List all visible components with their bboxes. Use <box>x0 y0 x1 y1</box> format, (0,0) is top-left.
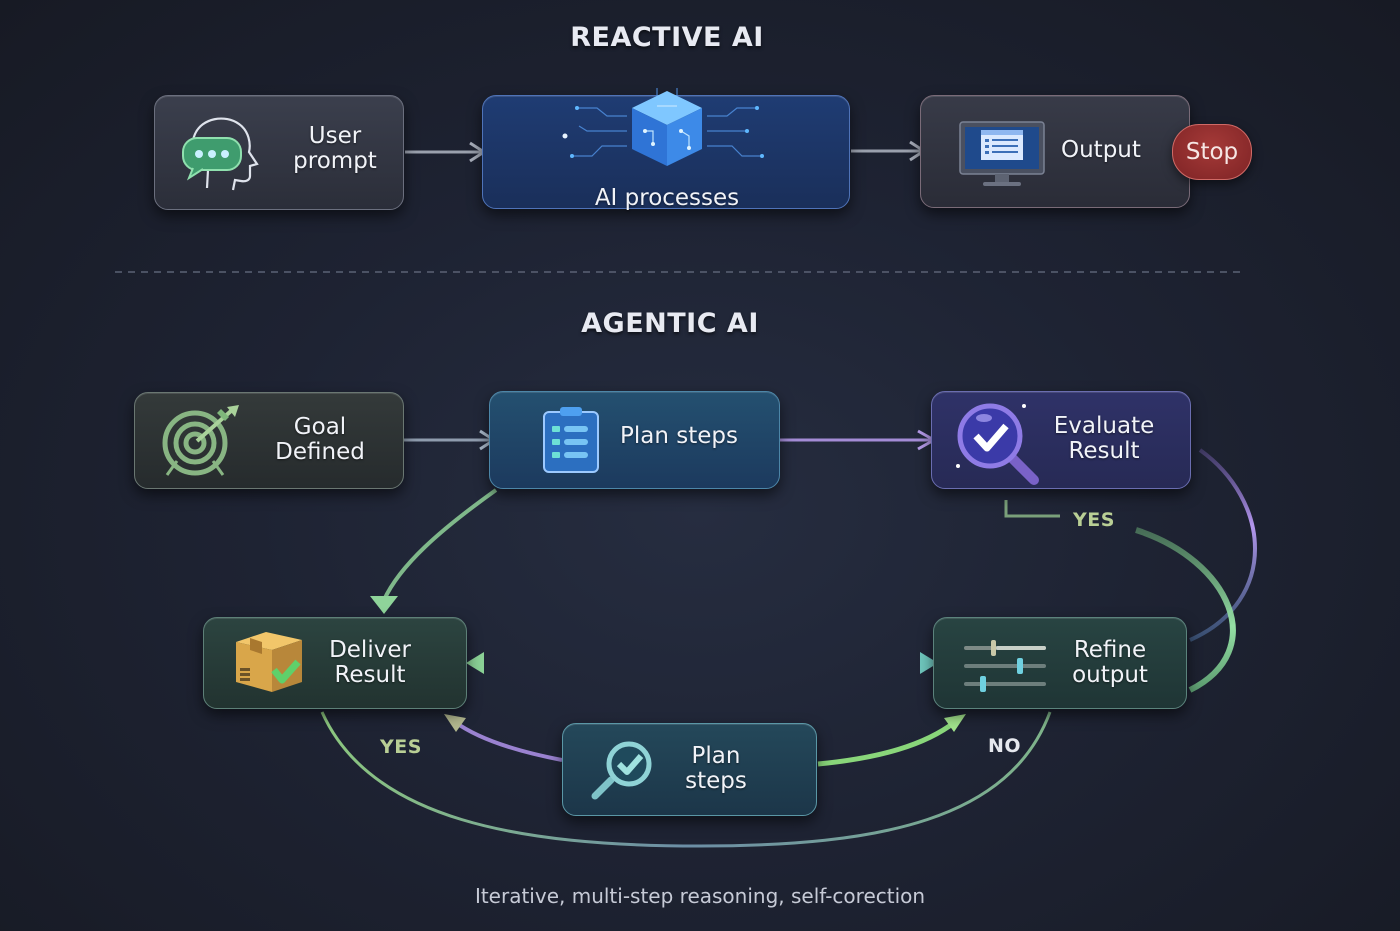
agentic-ai-title: AGENTIC AI <box>581 308 759 339</box>
node-ai-processes[interactable]: AI processes <box>482 88 850 211</box>
deliver-line1: Deliver <box>329 637 411 663</box>
arrow-deliver-refine-bidirectional <box>466 652 938 674</box>
node-output[interactable]: Output <box>920 95 1190 208</box>
user-prompt-line2: prompt <box>293 148 377 174</box>
plan-steps-label: Plan steps <box>620 423 738 449</box>
footer-caption: Iterative, multi-step reasoning, self-co… <box>474 884 926 908</box>
node-deliver-result[interactable]: Deliver Result <box>203 617 467 709</box>
arrow-yes-to-refine-green <box>1135 527 1236 693</box>
head-chat-icon <box>177 108 267 194</box>
ai-cube-icon <box>557 86 777 186</box>
deliver-line2: Result <box>334 662 406 688</box>
stop-label: Stop <box>1185 139 1239 165</box>
arrow-ai-to-output <box>851 140 927 162</box>
plan2-line2: steps <box>685 768 747 794</box>
output-label: Output <box>1061 137 1141 163</box>
arrow-plan2-to-refine <box>817 714 966 767</box>
sliders-icon <box>964 640 1048 692</box>
arrow-plan-to-deliver <box>370 488 498 614</box>
evaluate-line1: Evaluate <box>1053 413 1155 439</box>
magnifier-check-icon <box>954 402 1046 488</box>
arrow-plan2-to-deliver <box>444 714 563 762</box>
target-icon <box>159 403 245 479</box>
goal-line1: Goal <box>293 414 347 440</box>
refine-line1: Refine <box>1073 637 1147 663</box>
magnifier-check-icon <box>589 740 661 802</box>
user-prompt-line1: User <box>308 123 362 149</box>
arrow-goal-to-plan <box>404 429 497 451</box>
evaluate-line2: Result <box>1068 438 1140 464</box>
node-evaluate-result[interactable]: Evaluate Result <box>931 391 1191 489</box>
arrow-yes-branch <box>1004 500 1060 518</box>
node-plan-steps[interactable]: Plan steps <box>489 391 780 489</box>
ai-processes-label: AI processes <box>594 185 740 211</box>
stop-badge: Stop <box>1172 124 1252 180</box>
arc-bottom-loop <box>320 711 1052 848</box>
no-label-bottom: NO <box>988 735 1022 757</box>
goal-line2: Defined <box>275 439 365 465</box>
clipboard-icon <box>540 406 602 476</box>
refine-line2: output <box>1072 662 1148 688</box>
node-refine-output[interactable]: Refine output <box>933 617 1187 709</box>
yes-label-bottom: YES <box>380 736 422 758</box>
plan2-line1: Plan <box>691 743 741 769</box>
reactive-ai-title: REACTIVE AI <box>570 22 764 53</box>
arrow-evaluate-loop-purple <box>1189 448 1257 642</box>
package-check-icon <box>232 628 308 696</box>
node-goal-defined[interactable]: Goal Defined <box>134 392 404 489</box>
arrow-prompt-to-ai <box>405 141 487 163</box>
yes-label-evaluate: YES <box>1073 509 1115 531</box>
node-user-prompt[interactable]: User prompt <box>154 95 404 210</box>
monitor-icon <box>957 120 1047 190</box>
node-plan-steps-bottom[interactable]: Plan steps <box>562 723 817 816</box>
arrow-plan-to-evaluate <box>780 429 938 451</box>
